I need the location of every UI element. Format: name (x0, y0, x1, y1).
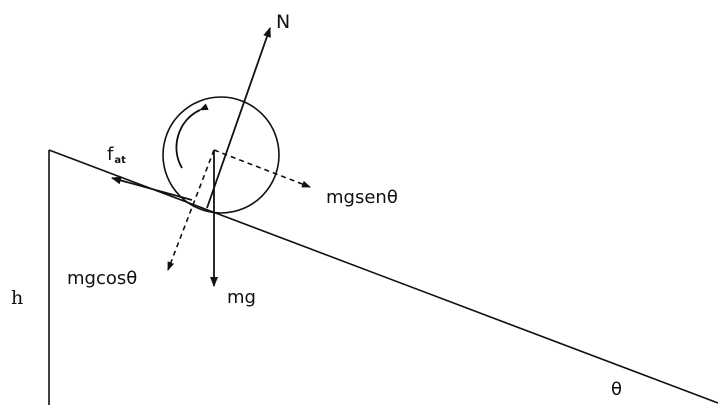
height-label: h (11, 287, 23, 309)
perpendicular-component-label: mgcosθ (67, 268, 137, 289)
parallel-component-label: mgsenθ (326, 187, 398, 208)
weight-label: mg (227, 287, 256, 308)
friction-label-subscript: at (114, 155, 126, 166)
friction-force-arrow (111, 176, 193, 201)
friction-label-base: f (107, 144, 114, 165)
normal-force-arrow (206, 27, 271, 209)
normal-force-label: N (276, 11, 290, 33)
parallel-component-arrow (213, 149, 311, 188)
rotation-arrow (175, 103, 209, 169)
angle-label: θ (611, 379, 622, 400)
perpendicular-component-arrow (167, 149, 215, 271)
rolling-ball (162, 96, 280, 214)
friction-force-label: fat (107, 144, 126, 166)
